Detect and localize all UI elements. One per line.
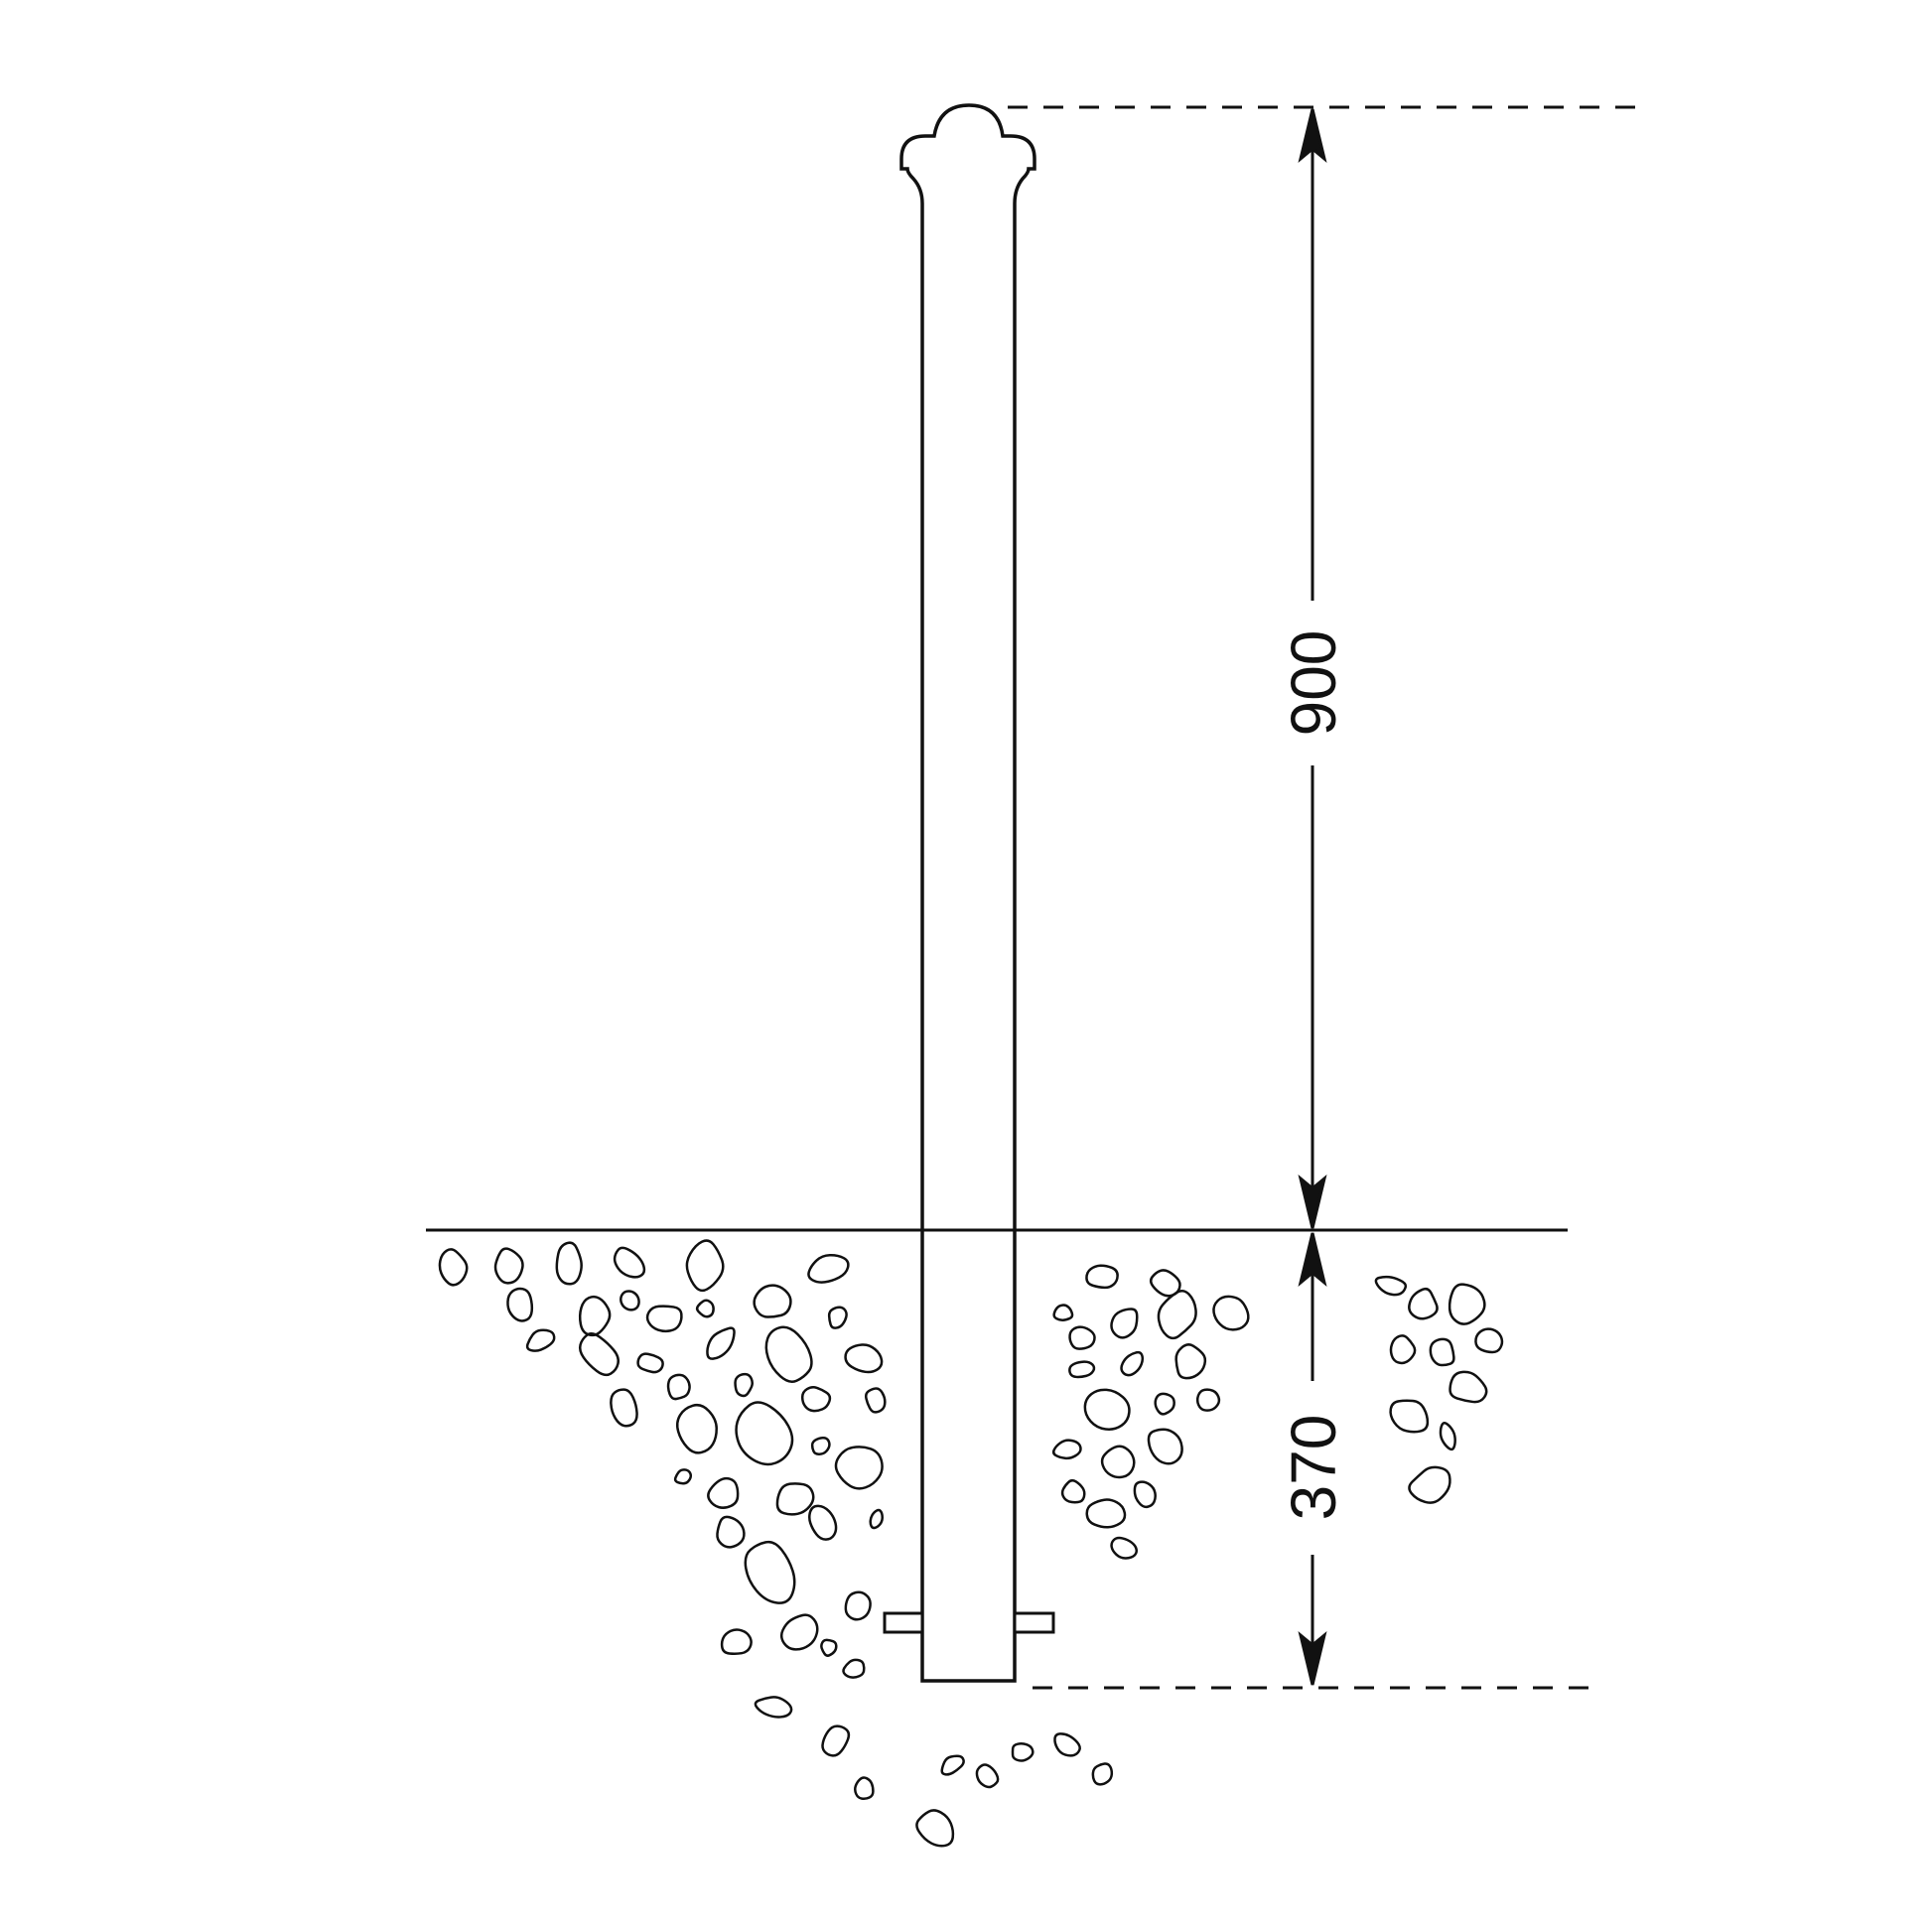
gravel-stone [1429,1337,1455,1367]
gravel-stone [1174,1343,1207,1380]
gravel-stone [1068,1325,1096,1350]
gravel-stone [754,1696,793,1719]
arrow-up-icon [1298,108,1327,164]
gravel-stone [1212,1295,1250,1331]
gravel-stone [610,1388,638,1428]
gravel-stone [975,1763,1000,1789]
gravel-stone [820,1638,838,1657]
gravel-stone [1474,1327,1504,1354]
gravel-stone [844,1590,872,1621]
gravel-stone [673,1468,693,1485]
gravel-stone [821,1725,851,1757]
gravel-stone [864,1387,887,1414]
gravel-stone [1408,1287,1439,1320]
gravel-stone [842,1658,866,1679]
gravel-stone [1389,1399,1430,1434]
gravel-stone [1439,1422,1456,1451]
gravel-stone [685,1239,725,1293]
gravel-stone [1051,1439,1082,1460]
gravel-stone [734,1372,754,1398]
gravel-stone [1147,1428,1183,1465]
gravel-stone [1060,1478,1086,1504]
arrow-up-icon [1298,1232,1327,1288]
gravel-stone [716,1515,746,1549]
gravel-stone [506,1287,534,1322]
gravel-stone [578,1332,620,1377]
gravel-stone [695,1299,715,1318]
gravel-stone [1068,1360,1096,1379]
gravel-stone [613,1246,646,1279]
gravel-stone [1195,1388,1221,1412]
gravel-stone [645,1305,683,1333]
gravel-stone [1120,1350,1145,1377]
gravel-stone [844,1343,884,1374]
gravel-stone [1149,1269,1181,1298]
gravel-stone [1053,1732,1081,1757]
gravel-stone [807,1253,850,1284]
gravel-stone [800,1386,832,1413]
gravel-stone [1091,1762,1114,1786]
dimension-label-900: 900 [1278,630,1349,737]
gravel-stone [1083,1388,1131,1431]
gravel-stone [753,1284,792,1318]
gravel-stone [525,1328,556,1352]
gravel-stone [1052,1304,1074,1321]
gravel-stone [666,1373,691,1401]
gravel-stone [706,1326,736,1360]
gravel-stone [493,1247,524,1285]
arrow-down-icon [1298,1630,1327,1686]
gravel-stone [1133,1480,1157,1509]
gravel-stone [764,1325,813,1383]
gravel-stone [636,1352,664,1374]
anchor-bar-right [1013,1611,1055,1634]
gravel-stone [744,1540,796,1604]
gravel-stone [578,1295,612,1337]
gravel-stone [808,1504,838,1541]
gravel-stone [779,1613,819,1651]
dimension-900 [1298,108,1327,1229]
gravel-stone [1110,1308,1139,1339]
gravel-stone [1389,1334,1417,1365]
gravel-stone [1154,1392,1175,1416]
gravel-stone [1448,1283,1486,1325]
anchor-bar-left [883,1611,924,1634]
gravel-stone [620,1290,640,1311]
gravel-stones [438,1239,1504,1848]
dimension-370 [1298,1232,1327,1686]
gravel-stone [735,1401,794,1466]
gravel-stone [1100,1445,1136,1479]
gravel-stone [720,1628,753,1655]
gravel-stone [810,1436,831,1455]
gravel-stone [1011,1742,1035,1762]
gravel-stone [915,1809,955,1848]
bollard-post [899,103,1036,1683]
gravel-stone [438,1248,469,1287]
gravel-stone [775,1482,815,1516]
gravel-stone [1085,1264,1119,1290]
gravel-stone [1408,1465,1451,1504]
gravel-stone [1157,1290,1197,1340]
gravel-stone [834,1446,884,1490]
gravel-stone [827,1306,848,1329]
arrow-down-icon [1298,1173,1327,1229]
gravel-stone [707,1476,740,1509]
gravel-stone [1110,1536,1138,1560]
gravel-stone [854,1776,875,1801]
gravel-stone [675,1403,718,1454]
dimension-label-370: 370 [1278,1415,1349,1521]
gravel-stone [1085,1498,1127,1529]
gravel-stone [1449,1370,1488,1404]
gravel-stone [869,1508,884,1530]
gravel-stone [940,1754,965,1776]
gravel-stone [555,1241,583,1286]
gravel-stone [1374,1275,1408,1297]
